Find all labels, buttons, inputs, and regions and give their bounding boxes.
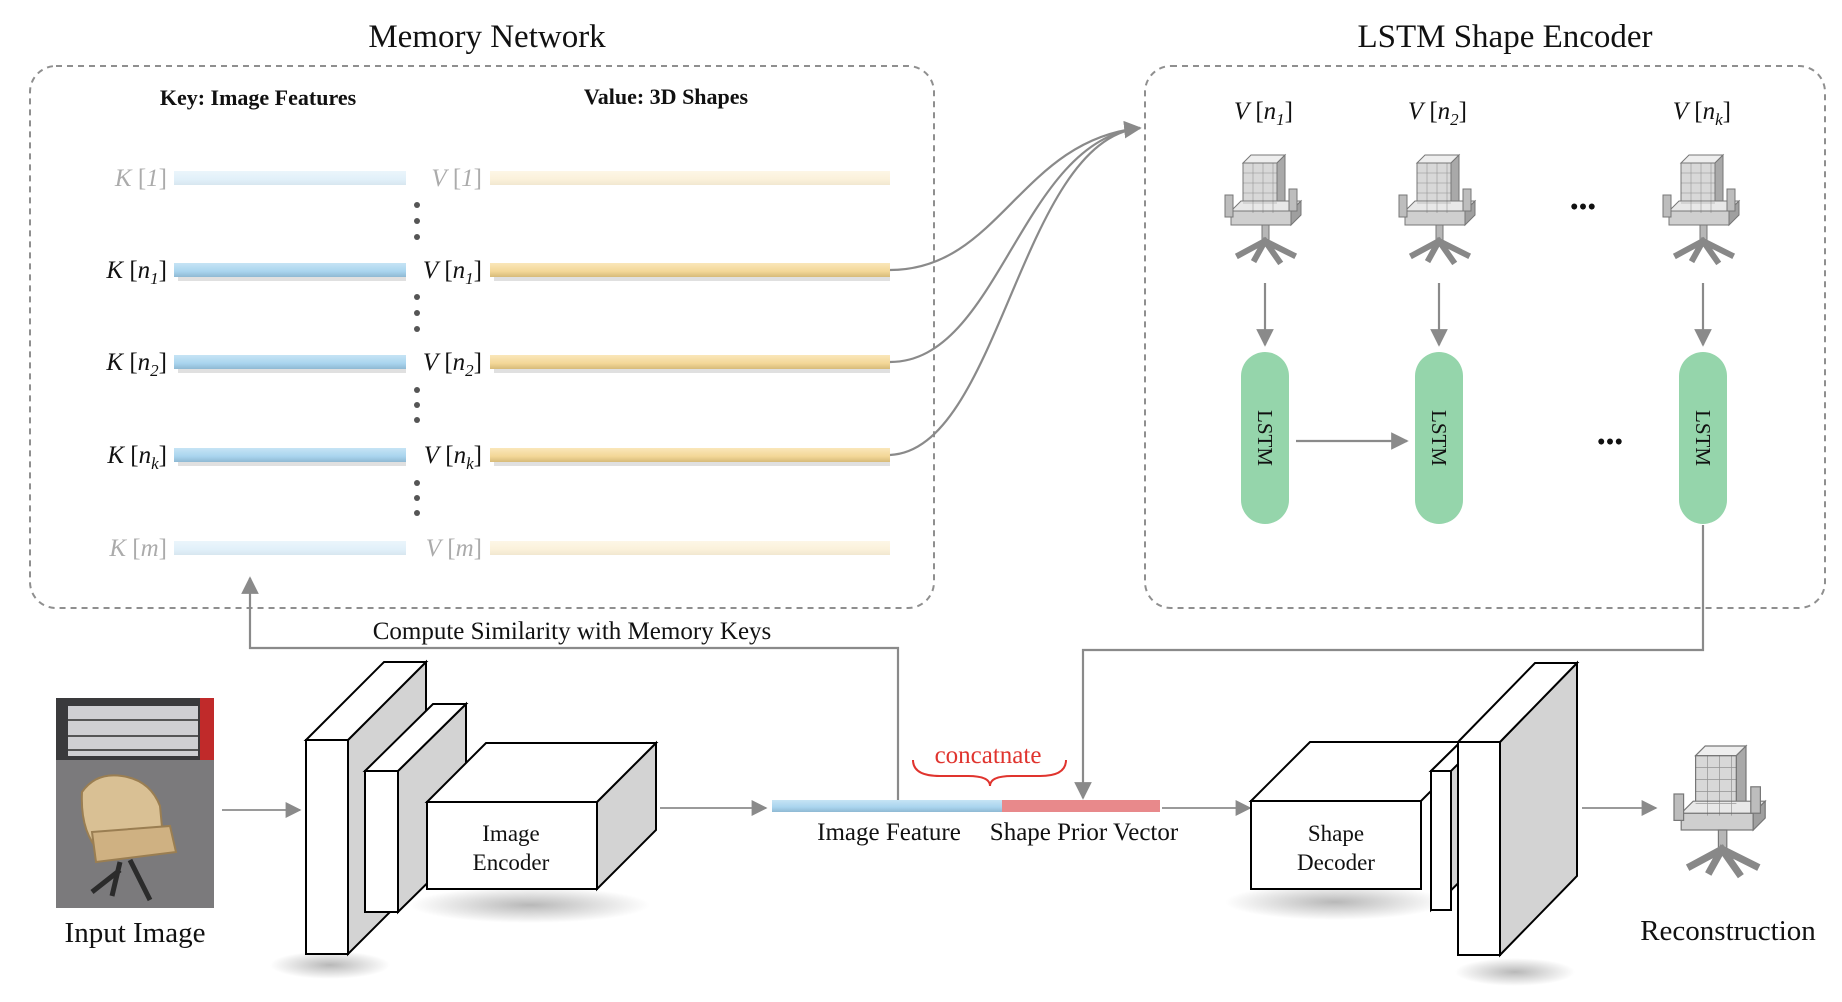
value-bar [490,448,890,462]
lstm-input-label: V [n2] [1408,98,1467,129]
image-encoder-label-line1: Image [482,821,539,846]
key-label: K [n2] [105,349,167,380]
reconstruction-shape [1674,746,1765,873]
value-bar-shadow [494,369,890,373]
key-label: K [n1] [105,257,167,288]
lstm-input-label: V [nk] [1673,98,1731,129]
memory-ellipsis-dots [414,202,420,516]
chair-voxel-shape [1663,155,1739,261]
key-bar [174,263,406,277]
value-bar-shadow [494,462,890,466]
lstm-cell [1241,352,1289,524]
key-bar-shadow [178,369,406,373]
lstm-column: V [n1] LSTM [1225,98,1301,524]
shape-prior-label: Shape Prior Vector [990,819,1179,846]
value-label: V [1] [431,165,482,192]
image-feature-bar [772,800,1002,812]
value-header: Value: 3D Shapes [584,84,749,109]
memory-row: K [1] V [1] [114,165,890,192]
shape-decoder-label-line2: Decoder [1297,850,1375,875]
value-bar [490,263,890,277]
key-label: K [m] [108,535,167,562]
chair-voxel-shape [1225,155,1301,261]
key-label: K [1] [114,165,167,192]
value-bar [490,541,890,555]
value-label: V [n2] [423,349,482,380]
reconstruction-label: Reconstruction [1640,915,1816,947]
lstm-columns: V [n1] LSTM V [n2] LSTM V [nk] LSTM [1225,98,1739,524]
key-bar-shadow [178,462,406,466]
memory-row: K [n2] V [n2] [105,349,890,380]
value-to-encoder-connectors [889,120,1142,457]
memory-row: K [nk] V [nk] [106,442,890,473]
lstm-ellipsis: ••• [1597,429,1623,456]
shape-prior-bar [1002,800,1160,812]
lstm-cell-label: LSTM [1691,410,1715,466]
similarity-line [241,576,900,806]
value-bar-shadow [494,277,890,281]
concat-label: concatnate [935,742,1042,769]
key-bar [174,541,406,555]
lstm-encoder-title: LSTM Shape Encoder [1357,19,1652,55]
lstm-cell-label: LSTM [1253,410,1277,466]
key-label: K [nk] [106,442,167,473]
memory-row: K [m] V [m] [108,535,890,562]
value-label: V [nk] [424,442,482,473]
lstm-encoder-box [1144,65,1826,609]
key-bar [174,355,406,369]
memory-network-box [29,65,935,609]
memory-rows: K [1] V [1] K [n1] V [n1] K [n2] V [n2] K [nk]… [105,165,890,562]
value-bar [490,171,890,185]
lstm-cell [1679,352,1727,524]
memory-network-title: Memory Network [368,19,606,55]
lstm-cell [1415,352,1463,524]
lstm-input-label: V [n1] [1234,98,1293,129]
shape-decoder [1225,660,1580,986]
value-label: V [n1] [423,257,482,288]
lstm-cell-label: LSTM [1427,410,1451,466]
key-bar [174,171,406,185]
shape-prior-feedback-line [1074,525,1705,800]
image-feature-label: Image Feature [817,819,961,846]
chair-voxel-shape [1399,155,1475,261]
input-image [56,698,214,908]
key-bar [174,448,406,462]
image-encoder-label-line2: Encoder [473,850,550,875]
image-encoder [270,659,659,979]
input-image-label: Input Image [65,917,206,949]
similarity-label: Compute Similarity with Memory Keys [373,618,772,645]
key-bar-shadow [178,277,406,281]
shape-decoder-label-line1: Shape [1308,821,1364,846]
lstm-column: V [nk] LSTM [1663,98,1739,524]
lstm-column: V [n2] LSTM [1399,98,1475,524]
value-label: V [m] [426,535,482,562]
value-bar [490,355,890,369]
chair-ellipsis: ••• [1570,194,1596,221]
concat-brace [912,759,1067,787]
memory-row: K [n1] V [n1] [105,257,890,288]
key-header: Key: Image Features [160,85,357,110]
